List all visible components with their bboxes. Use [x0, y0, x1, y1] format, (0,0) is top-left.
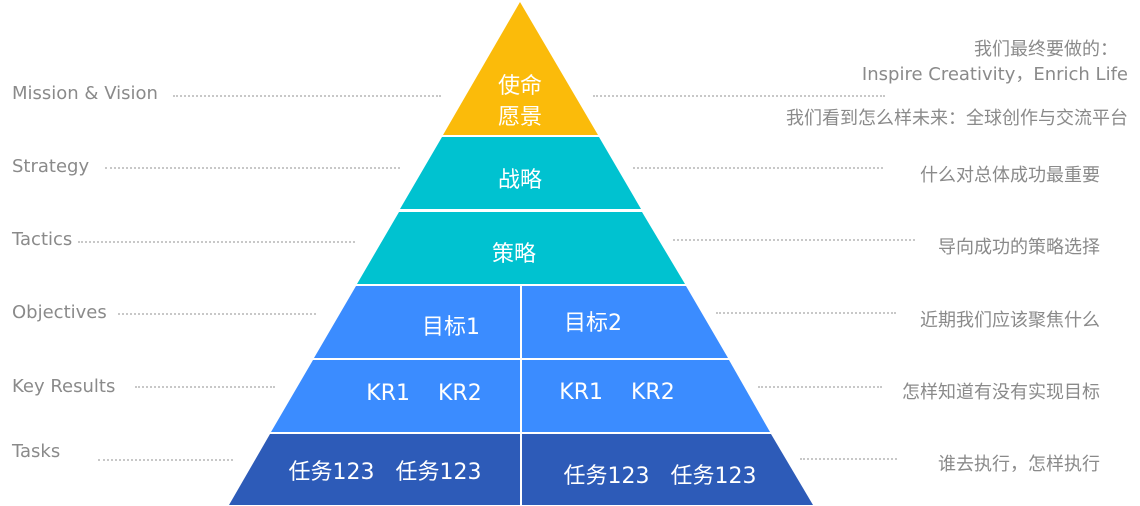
tier-mission — [443, 2, 598, 135]
tactics-text: 策略 — [491, 242, 537, 267]
label-mission-vision: Mission & Vision — [12, 83, 158, 104]
leader-line — [633, 167, 883, 169]
strategy-description: 什么对总体成功最重要 — [920, 165, 1100, 186]
task-left-text: 任务123 任务123 — [288, 460, 482, 485]
leader-line — [758, 386, 882, 388]
leader-line — [105, 167, 400, 169]
label-tactics: Tactics — [12, 229, 73, 250]
tasks-description: 谁去执行，怎样执行 — [938, 454, 1100, 475]
mission-text-line1: 使命 — [497, 74, 543, 99]
kr-left-text: KR1 KR2 — [366, 381, 482, 406]
vision-description: 我们看到怎么样未来：全球创作与交流平台 — [786, 108, 1128, 129]
objectives-description: 近期我们应该聚焦什么 — [920, 310, 1100, 331]
task-right-text: 任务123 任务123 — [563, 464, 757, 489]
label-strategy: Strategy — [12, 156, 90, 177]
kr-right-text: KR1 KR2 — [559, 380, 675, 405]
mission-text-line2: 愿景 — [497, 105, 543, 130]
key-results-description: 怎样知道有没有实现目标 — [902, 382, 1100, 403]
tier-strategy — [400, 137, 641, 209]
leader-line — [135, 386, 275, 388]
mission-slogan: Inspire Creativity，Enrich Life — [861, 64, 1128, 85]
leader-line — [673, 239, 915, 241]
objective-2-text: 目标2 — [564, 311, 622, 336]
leader-line — [593, 95, 885, 97]
mission-heading: 我们最终要做的： — [974, 39, 1118, 60]
tactics-description: 导向成功的策略选择 — [938, 237, 1100, 258]
label-objectives: Objectives — [12, 302, 107, 323]
strategy-text: 战略 — [497, 168, 543, 193]
label-tasks: Tasks — [12, 441, 61, 462]
leader-line — [98, 459, 233, 461]
leader-line — [800, 458, 897, 460]
objective-1-text: 目标1 — [422, 315, 480, 340]
label-key-results: Key Results — [12, 376, 116, 397]
leader-line — [78, 241, 355, 243]
tier-tactics — [357, 212, 685, 284]
leader-line — [716, 312, 896, 314]
leader-line — [118, 313, 316, 315]
leader-line — [173, 95, 441, 97]
